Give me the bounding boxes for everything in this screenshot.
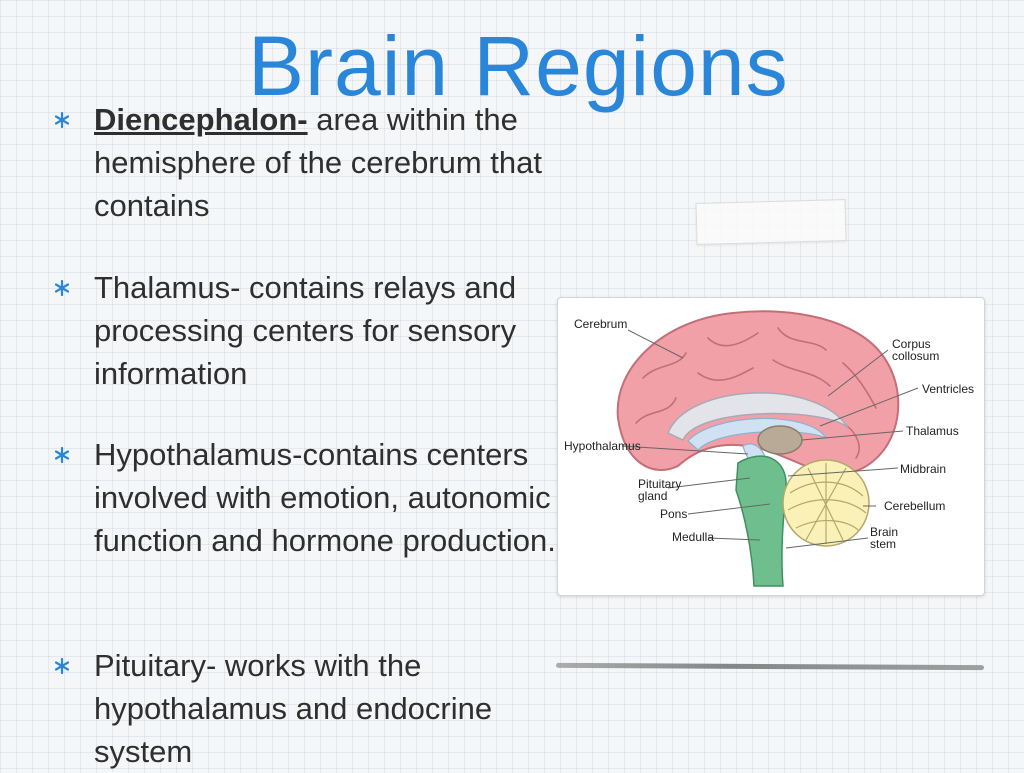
label-brainstem-1: Brain (870, 525, 898, 539)
bullet-pituitary: Pituitary- works with the hypothalamus a… (54, 644, 564, 773)
label-medulla: Medulla (672, 530, 714, 544)
corpus-callosum-shape (667, 392, 849, 442)
label-pituitary-2: gland (638, 489, 667, 503)
cerebellum-folia (787, 463, 867, 544)
label-pituitary-1: Pituitary (638, 477, 681, 491)
brain-diagram: Cerebrum Corpus collosum Ventricles Thal… (557, 297, 985, 596)
bullet-text: Hypothalamus-contains centers involved w… (94, 437, 556, 558)
tape-strip (695, 199, 847, 245)
brain-illustration: Cerebrum Corpus collosum Ventricles Thal… (564, 310, 974, 587)
label-corpus-1: Corpus (892, 337, 931, 351)
label-ventricles: Ventricles (922, 382, 974, 396)
asterisk-icon (52, 644, 72, 687)
bullet-text: Thalamus- contains relays and processing… (94, 270, 517, 391)
term-diencephalon: Diencephalon- (94, 102, 308, 137)
bullet-hypothalamus: Hypothalamus-contains centers involved w… (54, 433, 564, 562)
bullet-text: area within the hemisphere of the cerebr… (94, 102, 543, 223)
bullet-text: Pituitary- works with the hypothalamus a… (94, 648, 493, 769)
brainstem-shape (735, 455, 787, 587)
asterisk-icon (52, 266, 72, 309)
label-midbrain: Midbrain (900, 462, 946, 476)
label-hypothalamus: Hypothalamus (564, 439, 641, 453)
label-corpus-2: collosum (892, 349, 939, 363)
asterisk-icon (52, 98, 72, 141)
divider-line (555, 662, 985, 671)
label-brainstem-2: stem (870, 537, 896, 551)
slide-title: Brain Regions (248, 19, 789, 113)
thalamus-shape (757, 425, 803, 455)
bullet-diencephalon: Diencephalon- area within the hemisphere… (54, 98, 564, 227)
label-thalamus: Thalamus (906, 424, 959, 438)
label-cerebellum: Cerebellum (884, 499, 945, 513)
leader-lines (621, 329, 919, 549)
gyri-lines (635, 327, 877, 459)
asterisk-icon (52, 433, 72, 476)
label-cerebrum: Cerebrum (574, 317, 627, 331)
bullet-thalamus: Thalamus- contains relays and processing… (54, 266, 564, 395)
label-pons: Pons (660, 507, 687, 521)
